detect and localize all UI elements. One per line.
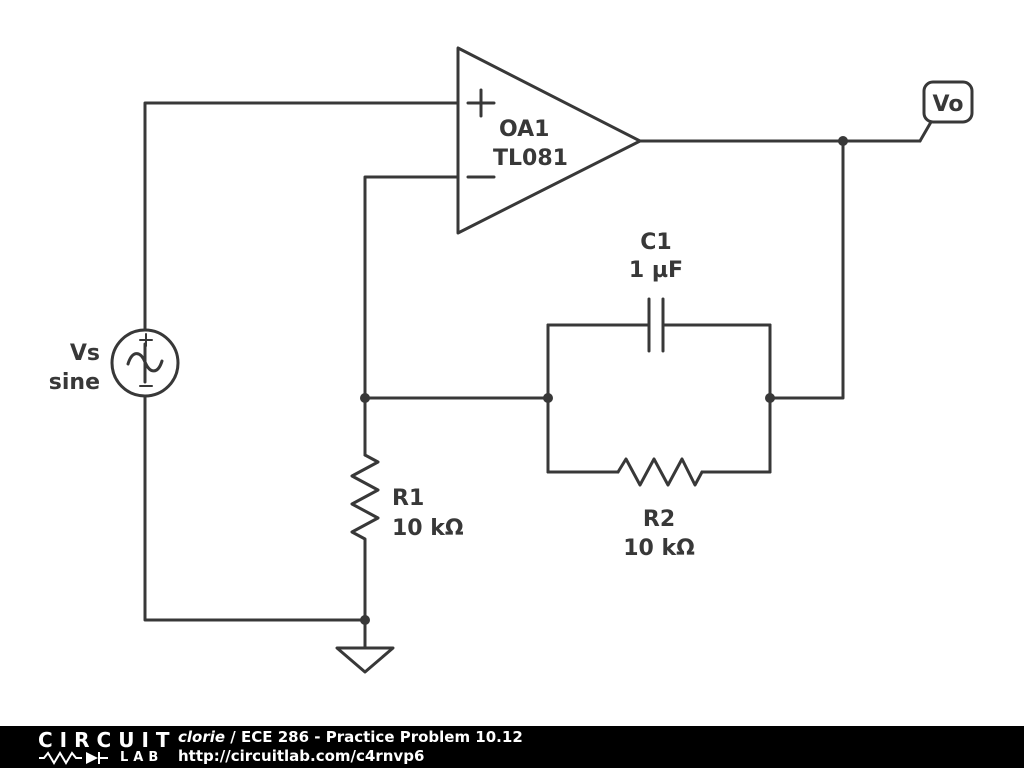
opamp-model-label: TL081	[493, 146, 568, 171]
wire-source-to-plus-input	[143, 101, 460, 332]
circuitlab-logo: CIRCUIT LAB	[0, 730, 178, 765]
r2-value-label: 10 kΩ	[623, 536, 695, 561]
voltage-source-sine-icon	[126, 342, 164, 384]
junction-dot	[765, 393, 775, 403]
footer-title: clorie / ECE 286 - Practice Problem 10.1…	[178, 728, 523, 747]
footer-title-separator: /	[225, 728, 241, 747]
c1-value-label: 1 µF	[629, 258, 683, 283]
junction-dot	[360, 393, 370, 403]
wire-minus-input-branch	[363, 175, 460, 457]
logo-text-lab: LAB	[120, 750, 164, 765]
c1-name-label: C1	[640, 230, 671, 255]
junction-dot	[360, 615, 370, 625]
schematic-canvas: OA1 TL081 Vs sine C1 1 µF R1 10 kΩ R2 10…	[49, 46, 974, 674]
r1-value-label: 10 kΩ	[392, 516, 464, 541]
ground-symbol	[335, 618, 395, 674]
wire-feedback-to-output	[768, 139, 845, 400]
junction-dot	[543, 393, 553, 403]
wire-source-to-ground	[143, 394, 367, 622]
r1-name-label: R1	[392, 486, 424, 511]
schematic-area: OA1 TL081 Vs sine C1 1 µF R1 10 kΩ R2 10…	[48, 46, 974, 674]
source-name-label: Vs	[70, 341, 100, 366]
voltage-source-plus-icon	[139, 333, 153, 347]
footer-url: http://circuitlab.com/c4rnvp6	[178, 747, 425, 765]
opamp-symbol	[456, 46, 642, 235]
voltage-source-symbol	[110, 328, 180, 398]
opamp-name-label: OA1	[499, 117, 549, 142]
vo-flag-label: Vo	[933, 92, 964, 117]
source-waveform-label: sine	[49, 370, 100, 395]
footer-title-text: ECE 286 - Practice Problem 10.12	[241, 728, 523, 747]
resistor-r1-symbol	[350, 453, 380, 622]
vo-flag-box	[922, 80, 974, 124]
footer-author: clorie	[178, 728, 226, 747]
junction-dot	[838, 136, 848, 146]
footer-text-block: clorie / ECE 286 - Practice Problem 10.1…	[178, 728, 523, 766]
footer-bar: CIRCUIT LAB clorie / ECE 286 - Practice …	[0, 726, 1024, 768]
logo-schematic-glyph	[39, 750, 108, 765]
r2-name-label: R2	[643, 507, 675, 532]
resistor-r2-symbol	[616, 457, 704, 487]
opamp-noninverting-plus-icon	[466, 88, 496, 118]
vo-flag-tail	[918, 120, 933, 143]
logo-text-circuit: CIRCUIT	[38, 727, 177, 752]
